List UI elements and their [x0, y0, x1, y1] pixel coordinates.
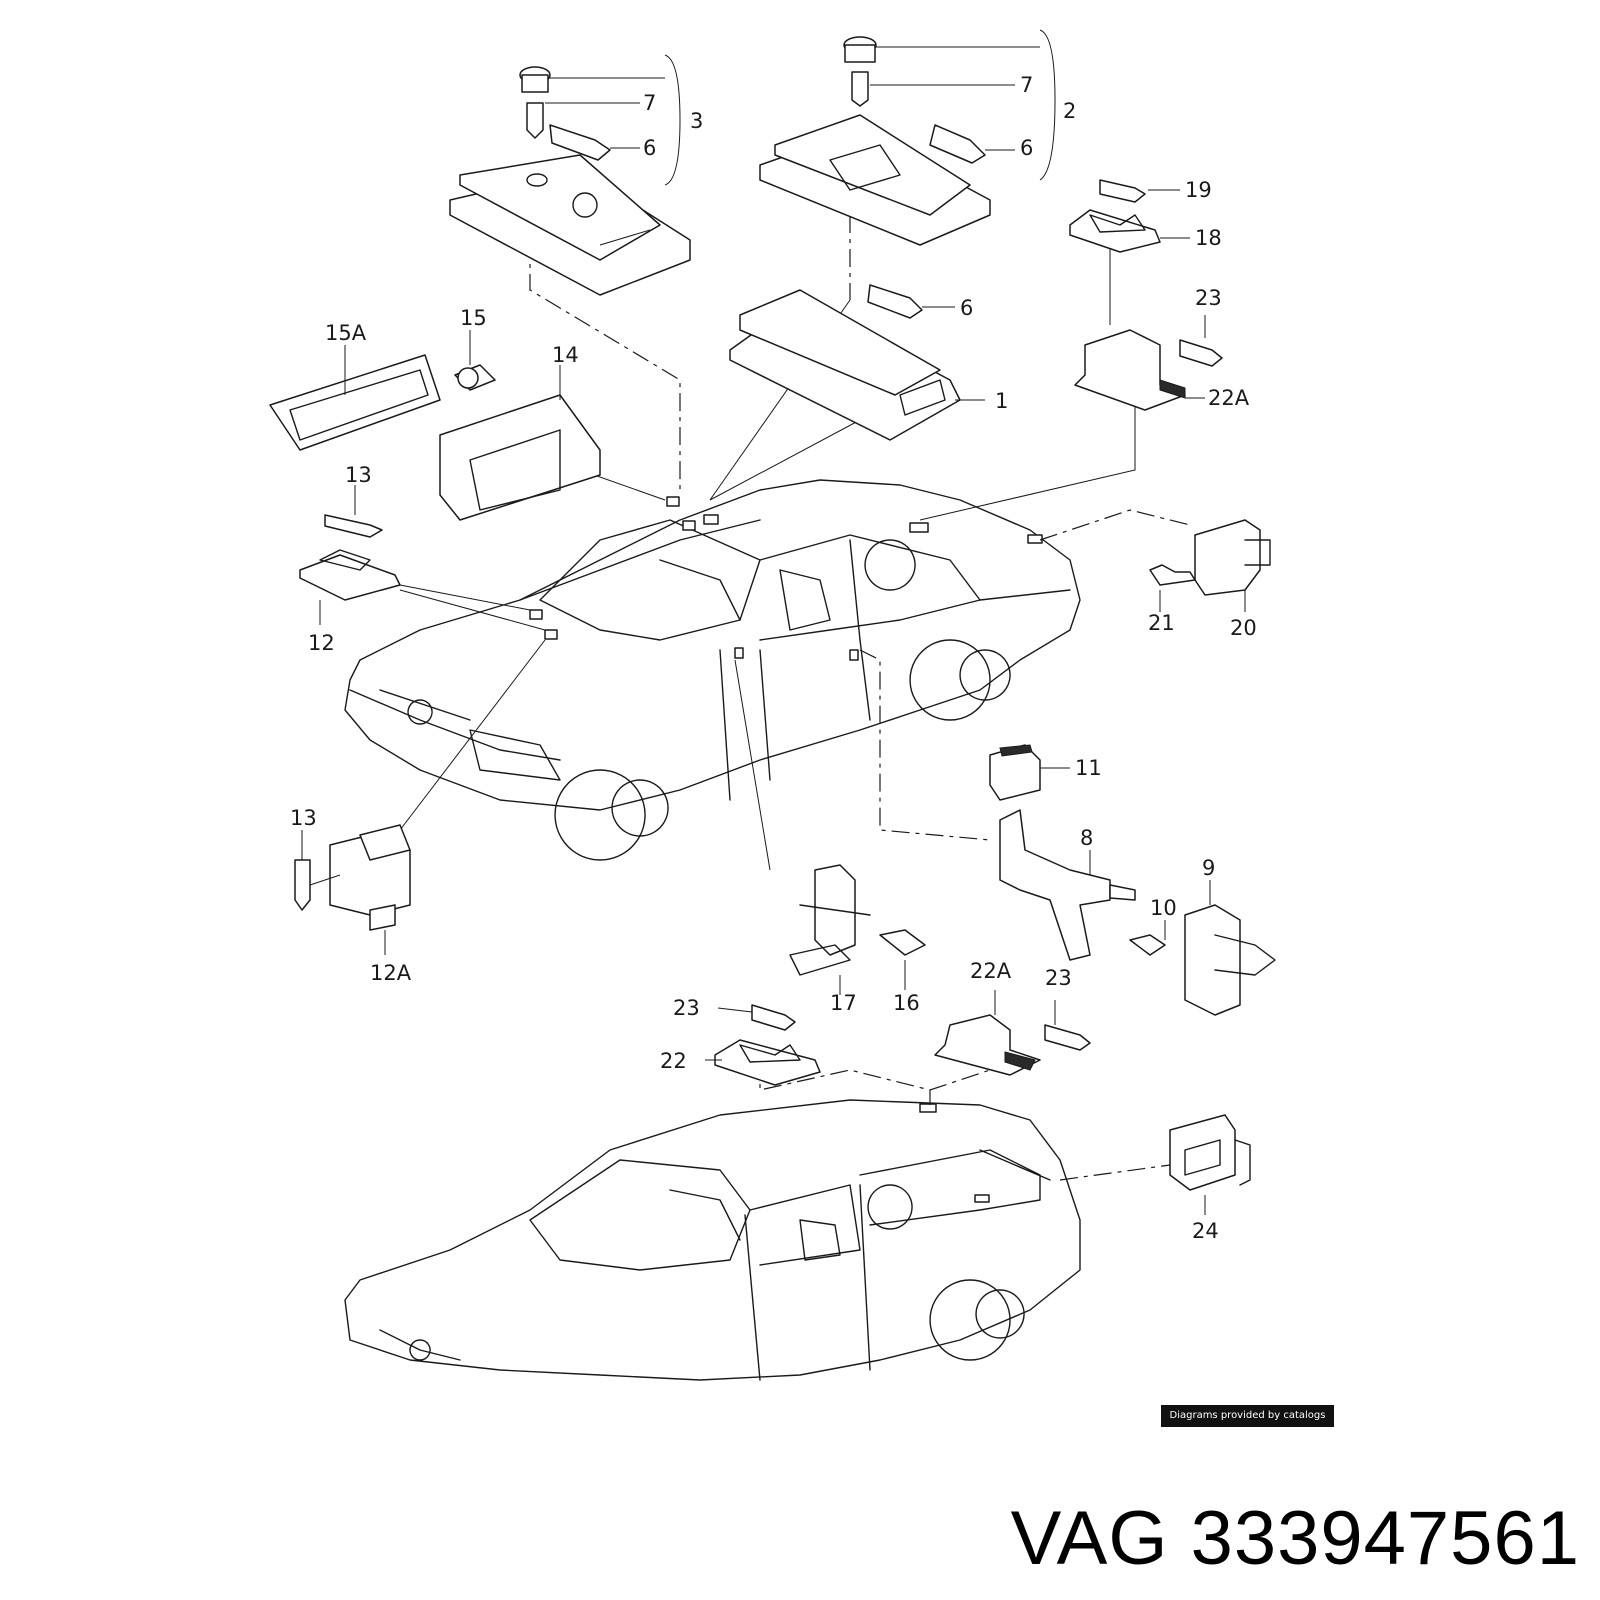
callout-7: 7: [643, 91, 656, 115]
callout-19: 19: [1185, 178, 1212, 202]
callout-15a: 15A: [325, 321, 367, 345]
callout-2: 2: [1063, 99, 1076, 123]
callout-labels: 1 2 3 6 6 6 7 7 8 9 10 11 12 12A 13 13 1…: [290, 73, 1257, 1243]
callout-3: 3: [690, 109, 703, 133]
callout-13: 13: [290, 806, 317, 830]
callout-7: 7: [1020, 73, 1033, 97]
callout-10: 10: [1150, 896, 1177, 920]
callout-16: 16: [893, 991, 920, 1015]
brand-label: VAG: [1010, 1496, 1169, 1581]
lamp-22a-lower: [934, 990, 1091, 1076]
reading-lamp-14: [269, 330, 601, 521]
part-title: VAG 333947561: [1011, 1495, 1580, 1582]
callout-6: 6: [1020, 136, 1033, 160]
callout-13: 13: [345, 463, 372, 487]
callout-20: 20: [1230, 616, 1257, 640]
wagon-car-drawing: [344, 1099, 1081, 1381]
callout-22: 22: [660, 1049, 687, 1073]
callout-24: 24: [1192, 1219, 1219, 1243]
lamp-housing-2: [759, 114, 991, 246]
callout-1: 1: [995, 389, 1008, 413]
credit-badge: Diagrams provided by catalogs parts: [1161, 1405, 1334, 1443]
switch-20: [1149, 519, 1271, 612]
lamp-housing-3: [449, 154, 691, 296]
switch-17: [789, 864, 926, 995]
callout-23: 23: [673, 996, 700, 1020]
callout-23: 23: [1045, 966, 1072, 990]
lamp-12a: [294, 824, 411, 955]
callout-18: 18: [1195, 226, 1222, 250]
callout-11: 11: [1075, 756, 1102, 780]
callout-14: 14: [552, 343, 579, 367]
door-switch-8: [999, 809, 1276, 1016]
lamp-body-1: [729, 289, 961, 441]
module-24: [1169, 1114, 1251, 1215]
part-number-label: 333947561: [1190, 1496, 1580, 1581]
callout-23: 23: [1195, 286, 1222, 310]
callout-12: 12: [308, 631, 335, 655]
lamp-22: [705, 1004, 821, 1086]
lamp-18-22a: [1069, 179, 1223, 411]
callout-17: 17: [830, 991, 857, 1015]
callout-22a: 22A: [970, 959, 1012, 983]
callout-6: 6: [643, 136, 656, 160]
callout-15: 15: [460, 306, 487, 330]
callout-8: 8: [1080, 826, 1093, 850]
switch-11: [989, 744, 1070, 801]
callout-6: 6: [960, 296, 973, 320]
callout-9: 9: [1202, 856, 1215, 880]
bulbs-group: [519, 36, 1040, 401]
callout-21: 21: [1148, 611, 1175, 635]
sedan-car-drawing: [344, 479, 1081, 861]
lamp-12: [299, 485, 401, 625]
callout-22a: 22A: [1208, 386, 1250, 410]
callout-12a: 12A: [370, 961, 412, 985]
